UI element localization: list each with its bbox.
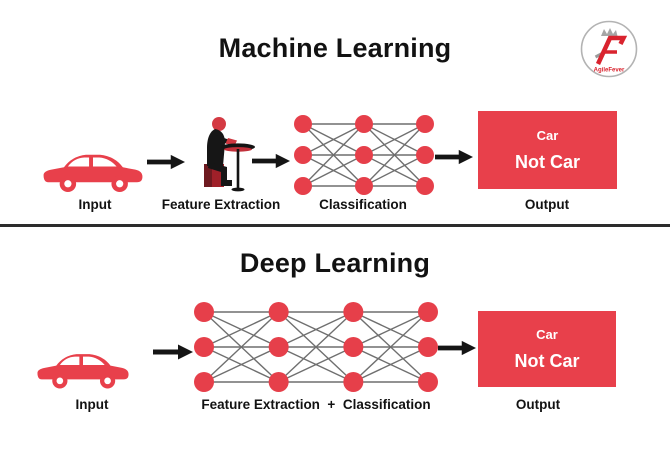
agilefever-logo-icon: AgileFever: [580, 20, 638, 78]
dl-input-car-icon: [36, 346, 130, 394]
dl-label-input: Input: [75, 397, 109, 412]
ml-output-line1: Car: [536, 127, 559, 143]
ml-input-car-icon: [42, 146, 144, 198]
ml-arrow-3-icon: [435, 148, 473, 166]
ml-arrow-2-icon: [252, 152, 290, 170]
crown-icon: [601, 28, 618, 36]
ml-label-feature-extraction: Feature Extraction: [161, 197, 281, 212]
ml-feature-extraction-person-icon: [190, 116, 258, 194]
dl-label-feature-extraction-classification: Feature Extraction + Classification: [201, 397, 431, 412]
dl-output-line2: Not Car: [514, 350, 580, 371]
dl-output-line1: Car: [536, 326, 558, 342]
ml-network-diagram: [294, 115, 434, 195]
logo-text: AgileFever: [594, 68, 625, 74]
dl-section-title: Deep Learning: [239, 248, 431, 278]
agilefever-logo: AgileFever: [579, 19, 639, 79]
ml-label-classification: Classification: [319, 197, 407, 212]
section-divider: [0, 224, 670, 227]
ml-output-line2: Not Car: [514, 151, 580, 172]
ml-label-output: Output: [524, 197, 570, 212]
ml-label-input: Input: [78, 197, 112, 212]
dl-arrow-2-icon: [438, 339, 476, 357]
dl-label-output: Output: [515, 397, 561, 412]
ml-arrow-1-icon: [147, 153, 185, 171]
ml-section-title: Machine Learning: [218, 33, 452, 63]
dl-network-diagram: [194, 302, 438, 392]
ml-output-box: Car Not Car: [478, 111, 617, 189]
dl-output-box: Car Not Car: [478, 311, 616, 387]
dl-arrow-1-icon: [153, 343, 193, 361]
